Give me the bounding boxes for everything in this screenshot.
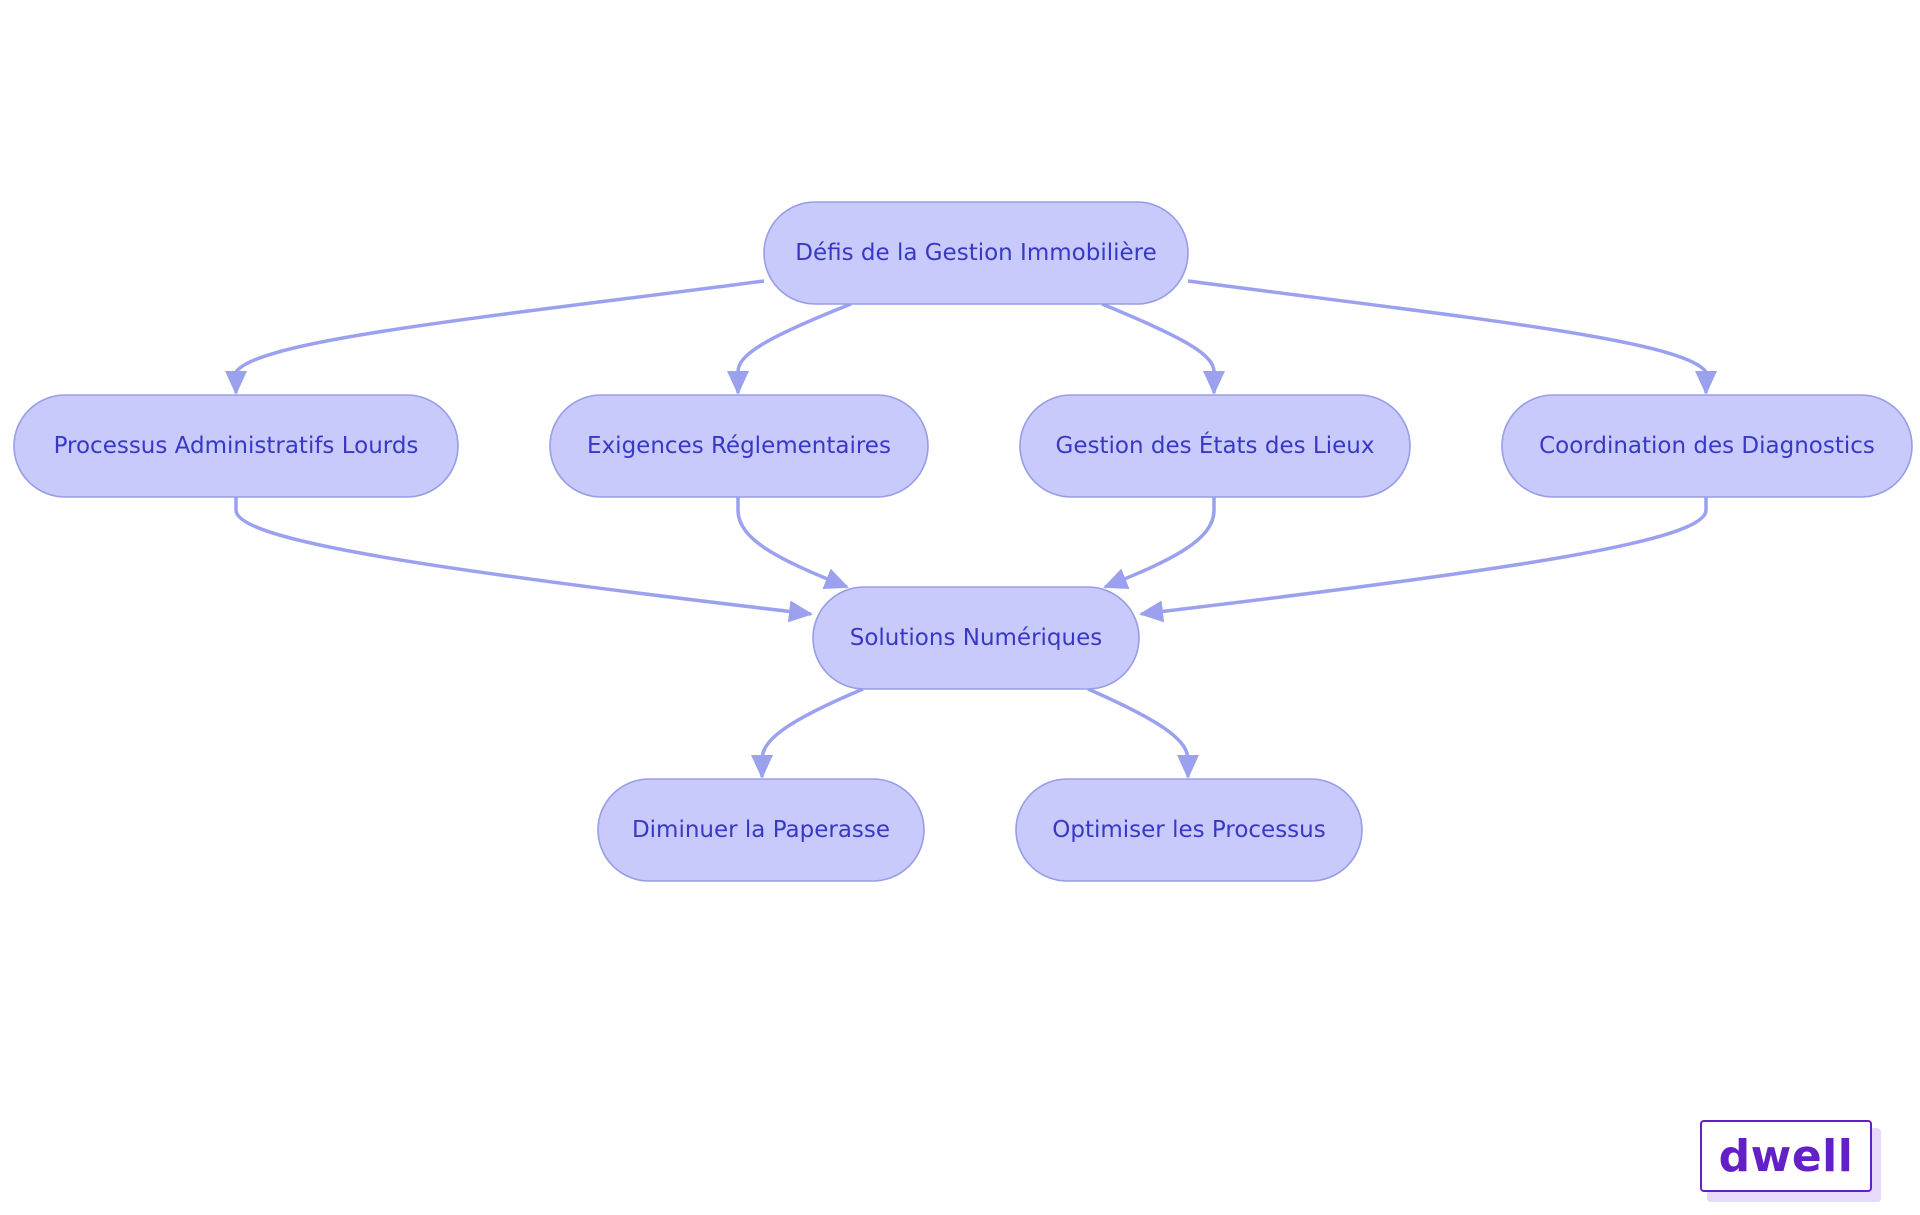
edge-etats-to-solutions — [1103, 497, 1216, 589]
node-label-solutions: Solutions Numériques — [850, 625, 1102, 651]
edge-defis-to-exigences — [727, 302, 852, 395]
logo-text: dwell — [1700, 1120, 1872, 1192]
node-label-diagnostics: Coordination des Diagnostics — [1539, 433, 1875, 459]
node-label-paperasse: Diminuer la Paperasse — [632, 817, 890, 843]
node-shape-defis — [763, 201, 1189, 305]
node-label-defis: Défis de la Gestion Immobilière — [795, 240, 1157, 266]
node-shape-processus — [13, 394, 459, 498]
node-diagnostics: Coordination des Diagnostics — [1501, 394, 1913, 498]
node-shape-paperasse — [597, 778, 925, 882]
node-solutions: Solutions Numériques — [812, 586, 1140, 690]
edge-processus-to-solutions — [234, 497, 813, 623]
edge-solutions-to-optimiser — [1087, 687, 1199, 779]
node-shape-diagnostics — [1501, 394, 1913, 498]
node-shape-exigences — [549, 394, 929, 498]
edge-exigences-to-solutions — [736, 497, 849, 589]
node-etats: Gestion des États des Lieux — [1019, 394, 1411, 498]
node-paperasse: Diminuer la Paperasse — [597, 778, 925, 882]
node-label-processus: Processus Administratifs Lourds — [54, 433, 419, 459]
node-exigences: Exigences Réglementaires — [549, 394, 929, 498]
node-shape-etats — [1019, 394, 1411, 498]
node-label-exigences: Exigences Réglementaires — [587, 433, 891, 459]
node-shape-solutions — [812, 586, 1140, 690]
edge-defis-to-diagnostics — [1187, 279, 1717, 395]
node-label-optimiser: Optimiser les Processus — [1052, 817, 1325, 843]
edge-solutions-to-paperasse — [751, 687, 864, 779]
node-shape-optimiser — [1015, 778, 1363, 882]
edge-diagnostics-to-solutions — [1139, 497, 1708, 623]
node-processus: Processus Administratifs Lourds — [13, 394, 459, 498]
edge-defis-to-processus — [225, 279, 765, 395]
edge-defis-to-etats — [1101, 302, 1225, 395]
node-optimiser: Optimiser les Processus — [1015, 778, 1363, 882]
node-defis: Défis de la Gestion Immobilière — [763, 201, 1189, 305]
dwell-logo: dwell — [1700, 1120, 1881, 1202]
node-label-etats: Gestion des États des Lieux — [1056, 431, 1375, 459]
